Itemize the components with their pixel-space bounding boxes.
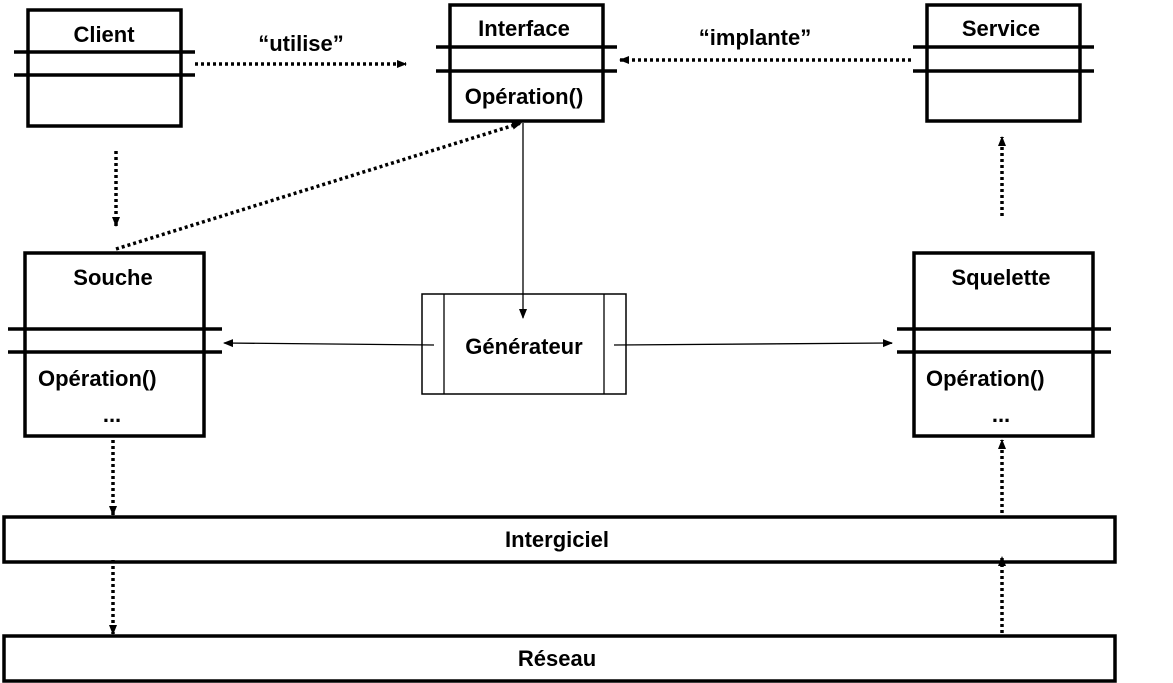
class-squelette-operation: Opération() bbox=[926, 366, 1045, 391]
class-client-name: Client bbox=[73, 22, 135, 47]
arrow-souche-to-interface bbox=[115, 121, 522, 251]
generator-box: Générateur bbox=[421, 293, 627, 395]
uses-relation-label: “utilise” bbox=[258, 31, 344, 56]
class-squelette-ellipsis: ... bbox=[992, 402, 1010, 427]
class-interface-name: Interface bbox=[478, 16, 570, 41]
class-interface: Interface Opération() bbox=[436, 3, 617, 123]
layer-intergiciel: Intergiciel bbox=[2, 515, 1117, 564]
class-service-name: Service bbox=[962, 16, 1040, 41]
class-souche-ellipsis: ... bbox=[103, 402, 121, 427]
layer-reseau-label: Réseau bbox=[518, 646, 596, 671]
class-souche-name: Souche bbox=[73, 265, 152, 290]
class-service: Service bbox=[913, 3, 1094, 123]
class-interface-operation: Opération() bbox=[465, 84, 584, 109]
class-squelette: Squelette Opération() ... bbox=[897, 251, 1111, 438]
class-squelette-name: Squelette bbox=[951, 265, 1050, 290]
implements-relation-label: “implante” bbox=[699, 25, 811, 50]
class-souche-operation: Opération() bbox=[38, 366, 157, 391]
class-souche: Souche Opération() ... bbox=[8, 251, 222, 438]
layer-reseau: Réseau bbox=[2, 634, 1117, 683]
arrow-generator-to-squelette bbox=[613, 339, 893, 348]
arrow-generator-to-souche bbox=[223, 339, 435, 348]
layer-intergiciel-label: Intergiciel bbox=[505, 527, 609, 552]
generator-label: Générateur bbox=[465, 334, 583, 359]
class-client: Client bbox=[14, 8, 195, 128]
